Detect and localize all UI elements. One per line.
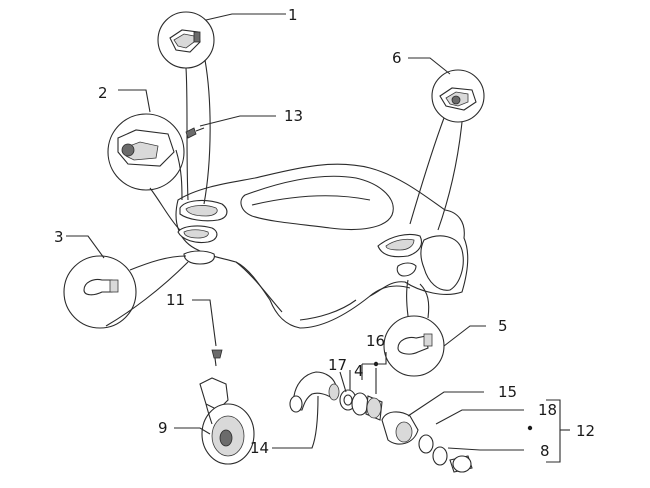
callout-17: 17: [328, 356, 347, 374]
bulb-holder-assembly: [339, 352, 570, 473]
callout-11: 11: [166, 291, 185, 309]
part-13-screw: [185, 115, 276, 139]
part-11-screw: [192, 299, 223, 367]
callout-8: 8: [540, 442, 550, 460]
callout-14: 14: [250, 439, 269, 457]
callout-1: 1: [288, 6, 298, 24]
callout-18: 18: [538, 401, 557, 419]
callout-13: 13: [284, 107, 303, 125]
part-6-switch-detail: [408, 57, 485, 231]
callout-5: 5: [498, 317, 508, 335]
handlebar-cover: [175, 163, 469, 329]
part-3-bulb-detail: [63, 235, 189, 329]
part-2-switch-detail: [107, 89, 185, 231]
callout-labels: 1 2 3 4 5 6 8 9 11 12 13 14 15 16 17 18: [54, 6, 595, 460]
part-9-horn: [174, 377, 255, 465]
callout-16: 16: [366, 332, 385, 350]
callout-6: 6: [392, 49, 402, 67]
part-14-connector: [272, 371, 340, 449]
callout-4: 4: [354, 362, 364, 380]
callout-3: 3: [54, 228, 64, 246]
callout-12: 12: [576, 422, 595, 440]
callout-15: 15: [498, 383, 517, 401]
callout-2: 2: [98, 84, 108, 102]
part-5-bulb-detail: [383, 279, 486, 377]
callout-9: 9: [158, 419, 168, 437]
part-1-switch-detail: [157, 11, 286, 205]
